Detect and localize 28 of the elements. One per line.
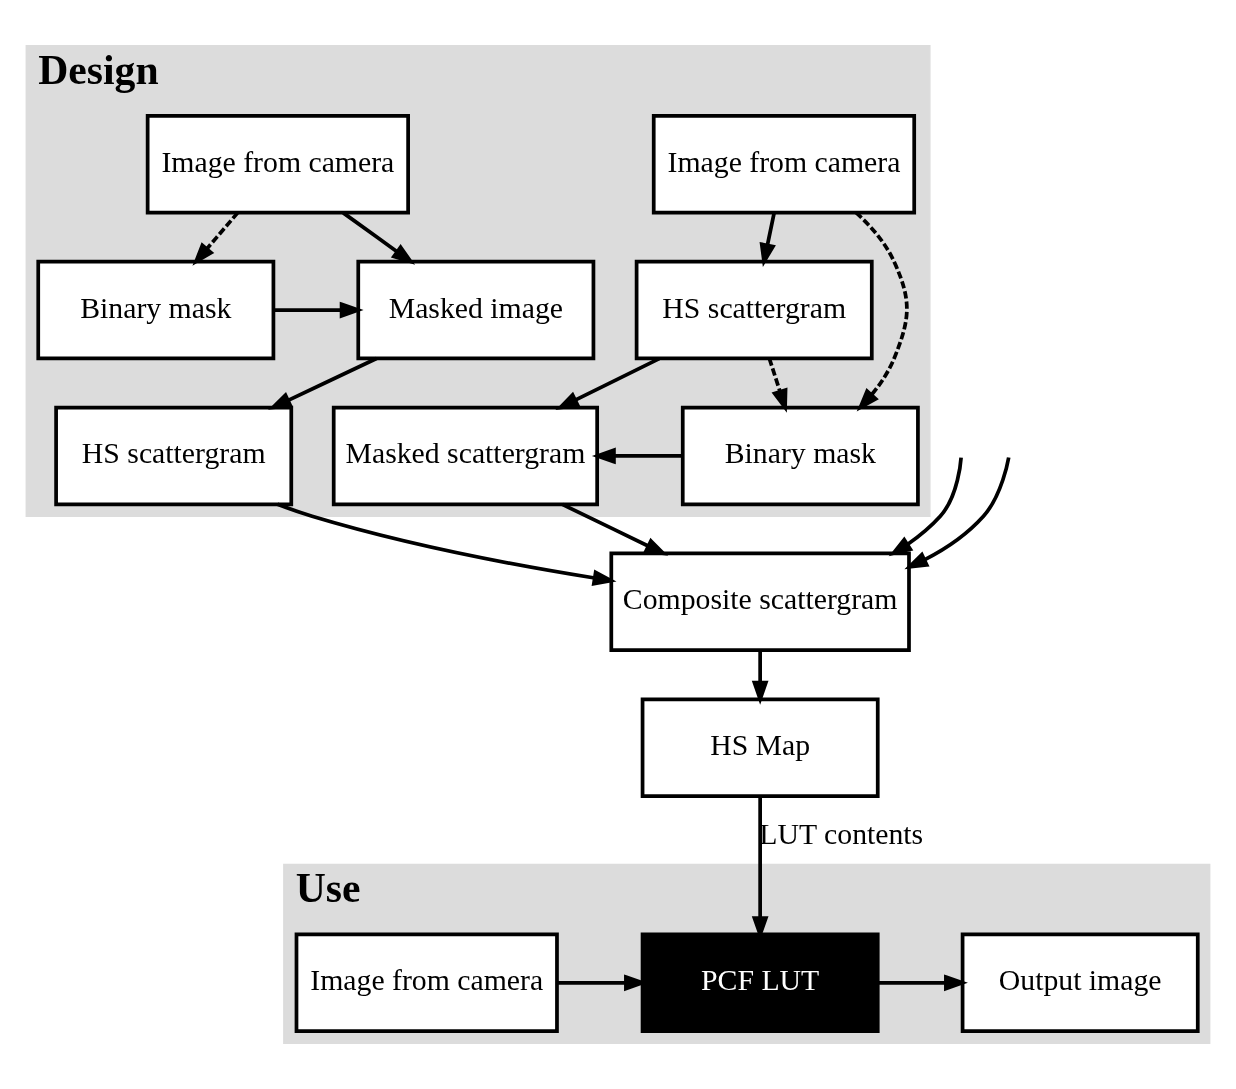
node-box: Image from camera xyxy=(651,113,917,215)
node-box: Binary mask xyxy=(36,259,276,361)
arrow xyxy=(591,447,683,465)
arrow xyxy=(854,211,909,412)
node-box: Output image xyxy=(960,932,1200,1034)
arrow xyxy=(342,211,416,265)
node-box: Masked scattergram xyxy=(331,405,599,507)
arrow xyxy=(751,650,769,705)
arrow xyxy=(268,356,378,410)
arrow xyxy=(878,974,968,992)
node-box: Masked image xyxy=(356,259,596,361)
arrow xyxy=(904,457,1011,570)
arrow xyxy=(273,301,364,319)
node-box: Composite scattergram xyxy=(609,551,911,653)
node-box: PCF LUT xyxy=(640,932,880,1034)
edge-label: LUT contents xyxy=(759,816,924,850)
arrow xyxy=(888,457,963,557)
arrow xyxy=(767,358,788,413)
node-box: Image from camera xyxy=(294,932,559,1034)
arrow xyxy=(561,502,669,556)
arrow xyxy=(192,211,239,266)
node-box: HS Map xyxy=(640,697,880,798)
node-box: Binary mask xyxy=(680,405,920,507)
arrow xyxy=(276,502,617,586)
node-box: Image from camera xyxy=(145,113,410,215)
node-box: HS scattergram xyxy=(54,405,294,507)
arrow xyxy=(759,212,776,267)
node-box: HS scattergram xyxy=(634,259,874,361)
